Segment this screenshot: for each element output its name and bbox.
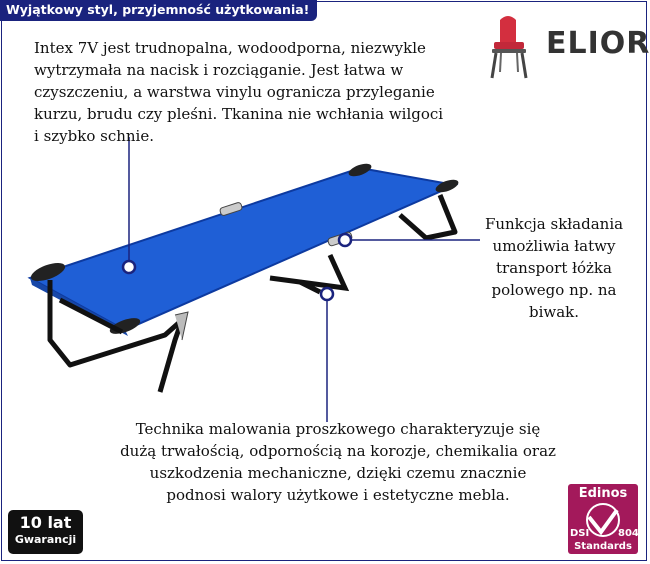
brand-logo (490, 16, 528, 79)
warranty-badge: 10 lat Gwarancji (8, 510, 83, 554)
tagline-banner: Wyjątkowy styl, przyjemność użytkowania! (0, 0, 318, 21)
callout-dot-fabric (121, 259, 137, 275)
feature-folding-text: Funkcja składania umożliwia łatwy transp… (484, 215, 624, 321)
warranty-label: Gwarancji (14, 533, 77, 546)
certification-left: DSI (570, 528, 589, 539)
warranty-years: 10 lat (19, 513, 72, 532)
callout-dot-coating (319, 286, 335, 302)
certification-title: Edinos (578, 486, 628, 501)
certification-badge: Edinos DSI 804 Standards (568, 484, 638, 554)
chair-icon (490, 16, 528, 79)
brand-name: ELIOR (546, 26, 650, 61)
feature-fabric-text: Intex 7V jest trudnopalna, wodoodporna, … (34, 39, 444, 145)
certification-right: 804 (618, 528, 638, 539)
checkmark-icon: DSI 804 (570, 503, 638, 539)
feature-coating-text: Technika malowania proszkowego charakter… (120, 420, 556, 504)
callout-dot-folding (337, 232, 353, 248)
certification-bottom: Standards (574, 541, 632, 552)
cot-fabric (27, 166, 459, 332)
